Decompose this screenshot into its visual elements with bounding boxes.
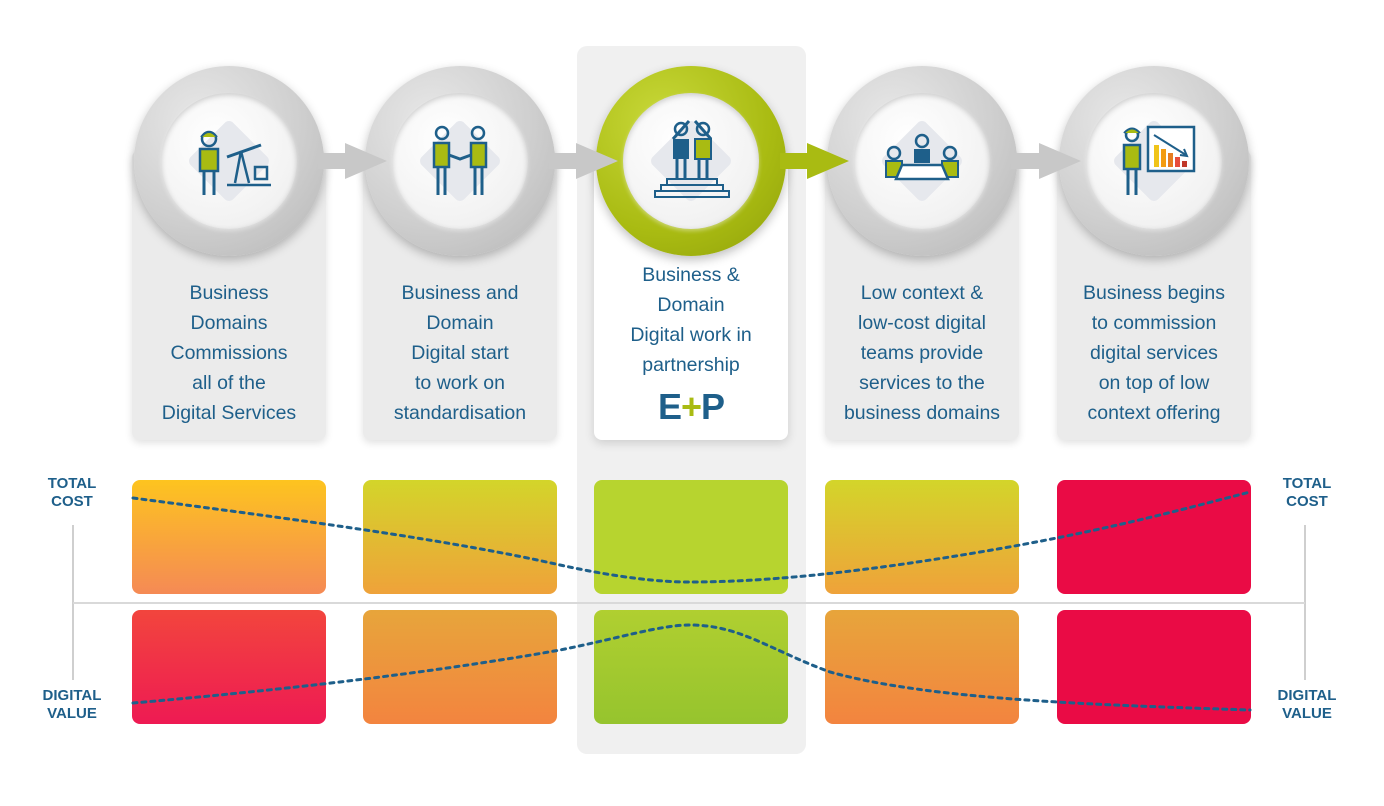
cost-block — [132, 480, 326, 594]
right-cost-label: TOTAL COST — [1262, 475, 1352, 511]
left-value-label: DIGITAL VALUE — [27, 687, 117, 723]
stage-description-line: Digital work in — [630, 324, 752, 346]
stage-description: Low context & low-cost digital teams provi… — [825, 278, 1019, 428]
stage-ring-inner — [623, 93, 759, 229]
stage-description-line: Digital start — [411, 342, 509, 364]
stage-description-line: Business — [189, 282, 269, 304]
label-line: COST — [1286, 493, 1328, 510]
stage-description-line: teams provide — [860, 342, 984, 364]
stage-ring — [134, 66, 324, 256]
handshake-icon — [410, 111, 510, 211]
stage-description-line: low-cost digital — [858, 312, 986, 334]
stage-description-line: to work on — [415, 372, 505, 394]
stage-description-line: services to the — [859, 372, 985, 394]
stage-description-line: Business begins — [1082, 282, 1225, 304]
stage-ring-inner — [854, 93, 990, 229]
stage-ring — [827, 66, 1017, 256]
right-value-label: DIGITAL VALUE — [1262, 687, 1352, 723]
stage-ring-inner — [1086, 93, 1222, 229]
label-line: VALUE — [1282, 705, 1332, 722]
value-block — [594, 610, 788, 724]
stage-ring — [1059, 66, 1249, 256]
cost-block — [594, 480, 788, 594]
stage-description-line: Domains — [190, 312, 268, 334]
stage-ring-inner — [392, 93, 528, 229]
stage-ring — [596, 66, 786, 256]
stage-description-line: Low context & — [860, 282, 984, 304]
ep-logo: E+P — [657, 386, 725, 427]
label-line: DIGITAL — [1277, 687, 1337, 704]
stage-description-line: to commission — [1091, 312, 1217, 334]
label-line: DIGITAL — [42, 687, 102, 704]
cost-block — [825, 480, 1019, 594]
value-block — [132, 610, 326, 724]
stage-description: Business begins to commission digital serv… — [1057, 278, 1251, 428]
meeting-table-icon — [872, 111, 972, 211]
label-line: TOTAL — [1282, 475, 1332, 492]
value-block — [1057, 610, 1251, 724]
stage-ring — [365, 66, 555, 256]
value-block — [363, 610, 557, 724]
stage-description-line: standardisation — [393, 402, 527, 424]
value-block — [825, 610, 1019, 724]
stage-description-line: Domain — [657, 294, 725, 316]
stage-ring-inner — [161, 93, 297, 229]
stage-description-line: context offering — [1087, 402, 1221, 424]
oil-worker-pumpjack-icon — [179, 111, 279, 211]
cost-block — [363, 480, 557, 594]
cost-block — [1057, 480, 1251, 594]
label-line: TOTAL — [47, 475, 97, 492]
label-line: VALUE — [47, 705, 97, 722]
stage-description-line: business domains — [843, 402, 1001, 424]
stage-description-line: Domain — [426, 312, 494, 334]
high-five-podium-icon — [641, 111, 741, 211]
stage-description-line: Business & — [642, 264, 740, 286]
stage-description-line: partnership — [642, 354, 740, 376]
stage-description-line: all of the — [192, 372, 266, 394]
presenter-declining-chart-icon — [1104, 111, 1204, 211]
stage-description-line: Commissions — [170, 342, 288, 364]
stage-description-line: on top of low — [1098, 372, 1210, 394]
left-cost-label: TOTAL COST — [27, 475, 117, 511]
label-line: COST — [51, 493, 93, 510]
stage-description-line: digital services — [1090, 342, 1218, 364]
stage-description-line: Business and — [401, 282, 519, 304]
stage-description-line: Digital Services — [161, 402, 297, 424]
